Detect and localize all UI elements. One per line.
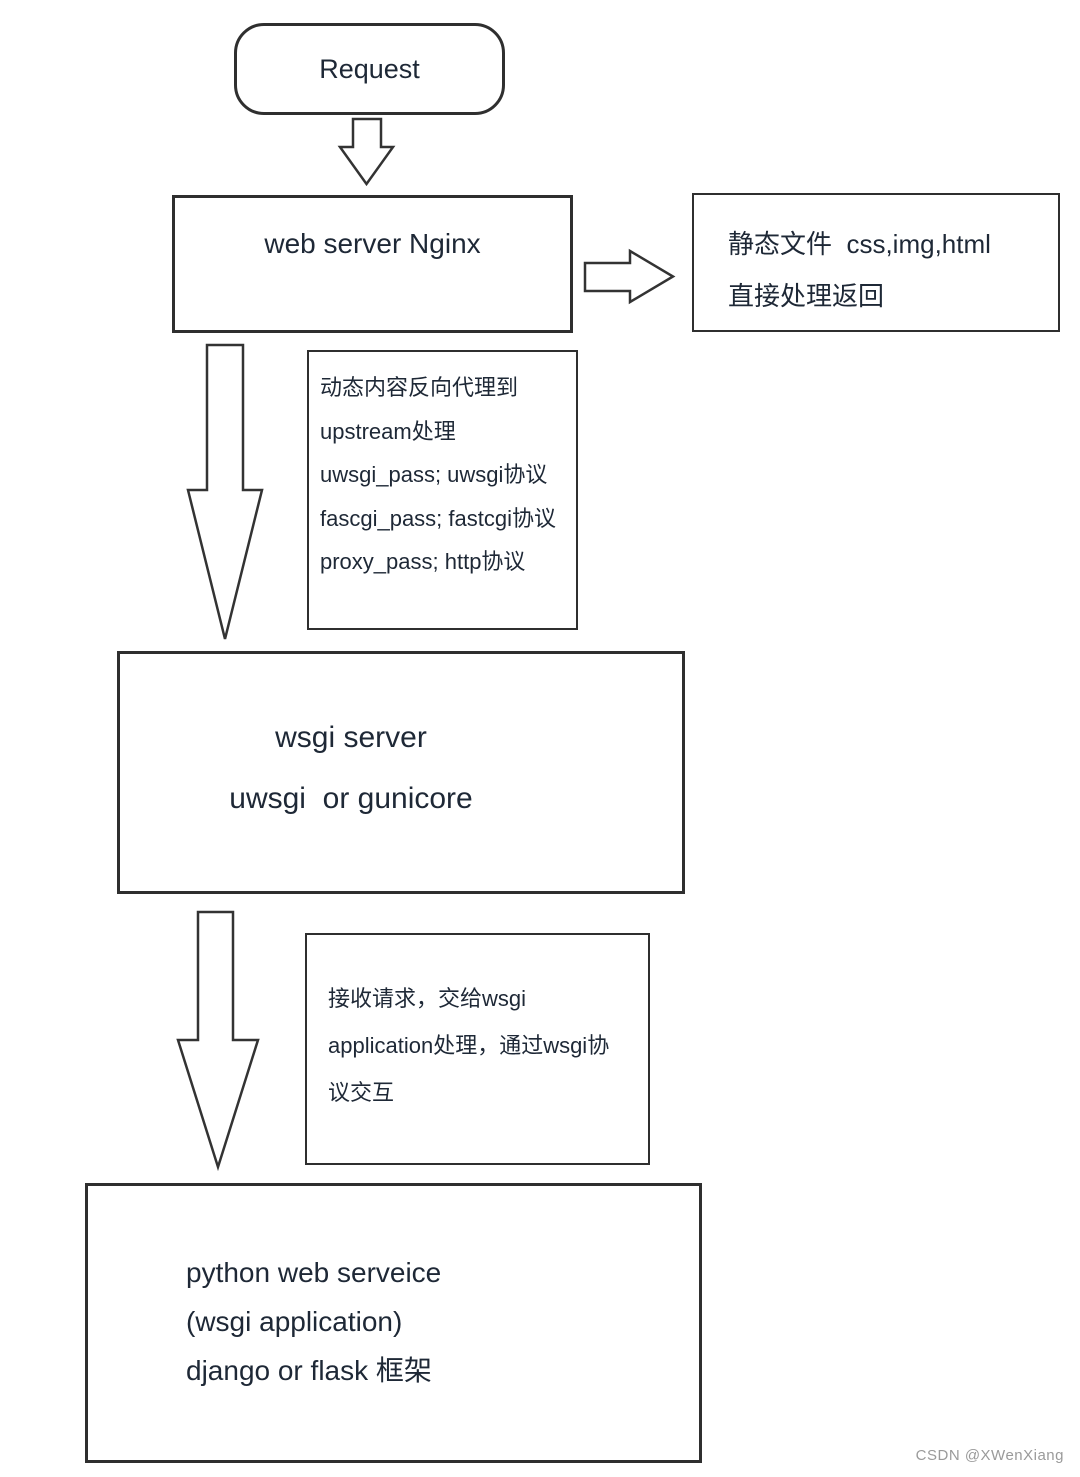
wsgi-server-line: uwsgi or gunicore <box>229 782 473 815</box>
wsgi-note-line: 议交互 <box>328 1080 395 1105</box>
down-arrow-icon <box>337 117 396 187</box>
down-arrow-long-icon <box>186 343 264 640</box>
web-server-nginx-node: web server Nginx <box>172 195 573 333</box>
proxy-note-line: upstream处理 <box>320 418 456 444</box>
wsgi-note-line: 接收请求，交给wsgi <box>328 986 527 1011</box>
wsgi-server-line: wsgi server <box>275 721 427 754</box>
proxy-note-line: proxy_pass; http协议 <box>320 549 526 574</box>
nginx-label: web server Nginx <box>264 228 481 259</box>
wsgi-server-node: wsgi server uwsgi or gunicore <box>117 651 685 894</box>
wsgi-protocol-note: 接收请求，交给wsgi application处理，通过wsgi协 议交互 <box>305 933 650 1165</box>
python-service-line: python web serveice <box>186 1257 442 1288</box>
request-node: Request <box>234 23 505 115</box>
static-files-line: 直接处理返回 <box>728 281 885 311</box>
static-files-note: 静态文件 css,img,html 直接处理返回 <box>692 193 1060 332</box>
static-files-line: 静态文件 css,img,html <box>728 229 991 259</box>
python-service-line: django or flask 框架 <box>186 1355 432 1386</box>
wsgi-note-line: application处理，通过wsgi协 <box>328 1033 610 1058</box>
reverse-proxy-note: 动态内容反向代理到 upstream处理 uwsgi_pass; uwsgi协议… <box>307 350 578 630</box>
request-label: Request <box>319 53 420 84</box>
proxy-note-line: fascgi_pass; fastcgi协议 <box>320 505 556 531</box>
proxy-note-line: uwsgi_pass; uwsgi协议 <box>320 462 548 487</box>
right-arrow-icon <box>583 248 676 305</box>
down-arrow-long-icon <box>176 910 260 1172</box>
python-service-line: (wsgi application) <box>186 1306 403 1337</box>
proxy-note-line: 动态内容反向代理到 <box>320 375 519 400</box>
csdn-watermark: CSDN @XWenXiang <box>915 1447 1064 1464</box>
python-web-service-node: python web serveice (wsgi application) d… <box>85 1183 702 1463</box>
